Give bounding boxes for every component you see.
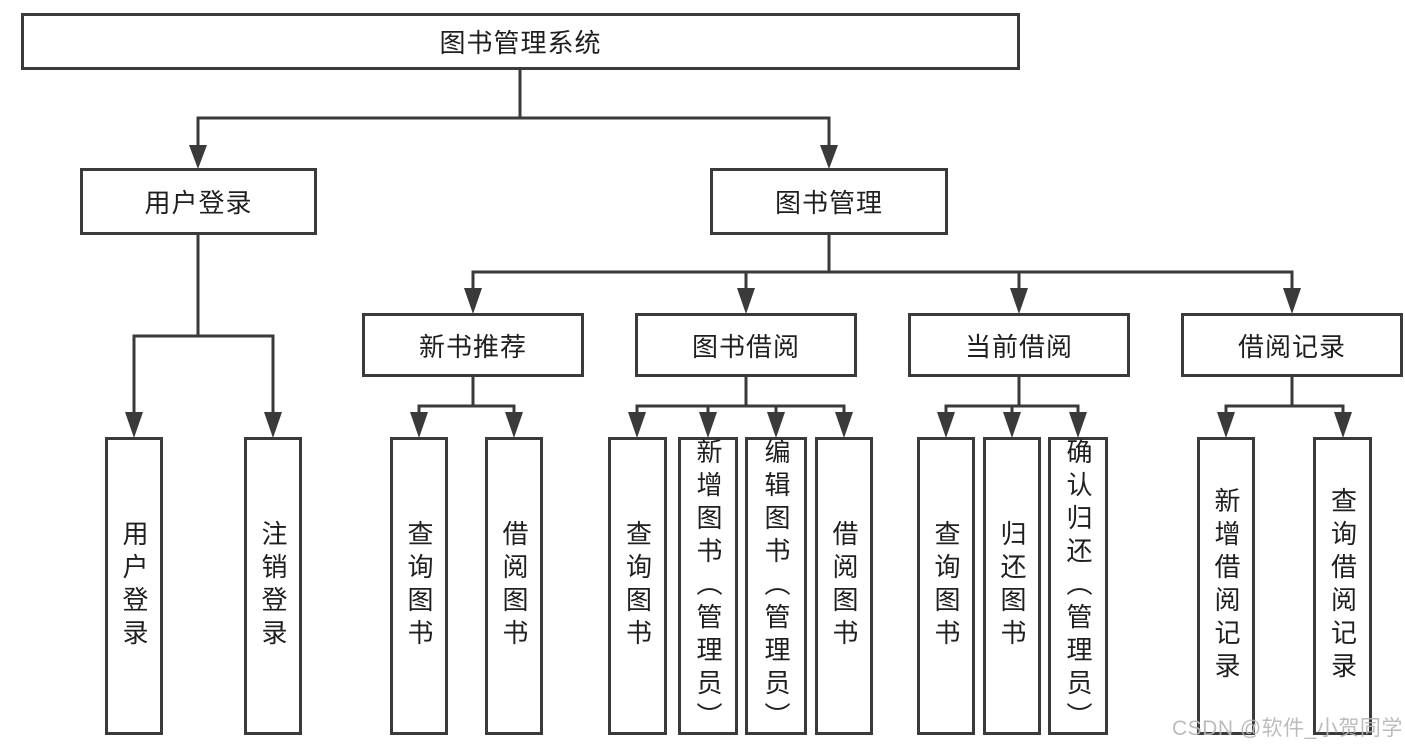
node-book-borrowing-label: 图书借阅: [691, 331, 800, 362]
node-user-login-label: 用户登录: [144, 188, 253, 218]
connector-current-borrowing: [937, 375, 1087, 438]
leaf-current-confirm-return-admin-label: 确认归还（管理员）: [1063, 437, 1093, 735]
leaf-current-query-books-label: 查询图书: [931, 520, 961, 652]
leaf-newbook-query-books-label: 查询图书: [404, 520, 434, 652]
node-system-root: 图书管理系统: [21, 13, 1020, 70]
leaf-borrowing-add-books-admin-label: 新增图书（管理员）: [693, 437, 723, 735]
leaf-current-return-books: 归还图书: [983, 437, 1041, 735]
node-user-login: 用户登录: [80, 168, 317, 235]
leaf-borrowing-query-books-label: 查询图书: [622, 520, 653, 652]
connector-borrowing-records: [1217, 375, 1352, 438]
node-new-book-recommend-label: 新书推荐: [418, 331, 527, 362]
connector-new-book-recommend: [410, 375, 523, 438]
leaf-newbook-borrow-books-label: 借阅图书: [499, 520, 529, 652]
leaf-logout-label: 注销登录: [258, 520, 288, 652]
node-borrowing-records-label: 借阅记录: [1237, 331, 1346, 362]
node-book-borrowing: 图书借阅: [635, 313, 857, 377]
connector-root: [189, 68, 838, 169]
csdn-watermark: CSDN @软件_小贺同学: [1172, 717, 1403, 740]
node-new-book-recommend: 新书推荐: [362, 313, 584, 377]
leaf-newbook-borrow-books: 借阅图书: [485, 437, 543, 735]
node-system-root-label: 图书管理系统: [439, 28, 602, 58]
leaf-borrowing-borrow-books: 借阅图书: [815, 437, 873, 735]
node-book-management: 图书管理: [710, 168, 948, 235]
leaf-borrowing-edit-books-admin-label: 编辑图书（管理员）: [761, 437, 791, 735]
leaf-newbook-query-books: 查询图书: [390, 437, 448, 735]
leaf-borrowing-borrow-books-label: 借阅图书: [829, 520, 859, 652]
leaf-borrowing-add-books-admin: 新增图书（管理员）: [678, 437, 738, 735]
leaf-user-login-label: 用户登录: [119, 520, 149, 652]
connector-book-management: [464, 233, 1301, 314]
connector-user-login: [125, 233, 282, 438]
leaf-records-add-record-label: 新增借阅记录: [1211, 487, 1241, 685]
connector-book-borrowing: [628, 375, 853, 438]
leaf-borrowing-query-books: 查询图书: [608, 437, 667, 735]
leaf-current-query-books: 查询图书: [917, 437, 975, 735]
node-current-borrowing-label: 当前借阅: [964, 331, 1073, 362]
leaf-records-query-record: 查询借阅记录: [1313, 437, 1372, 735]
leaf-current-confirm-return-admin: 确认归还（管理员）: [1048, 437, 1108, 735]
leaf-records-add-record: 新增借阅记录: [1197, 437, 1255, 735]
leaf-records-query-record-label: 查询借阅记录: [1327, 487, 1358, 685]
node-borrowing-records: 借阅记录: [1181, 313, 1403, 377]
leaf-user-login: 用户登录: [105, 437, 163, 735]
node-current-borrowing: 当前借阅: [908, 313, 1130, 377]
leaf-current-return-books-label: 归还图书: [997, 520, 1027, 652]
leaf-logout: 注销登录: [244, 437, 302, 735]
node-book-management-label: 图书管理: [774, 188, 883, 218]
leaf-borrowing-edit-books-admin: 编辑图书（管理员）: [745, 437, 807, 735]
